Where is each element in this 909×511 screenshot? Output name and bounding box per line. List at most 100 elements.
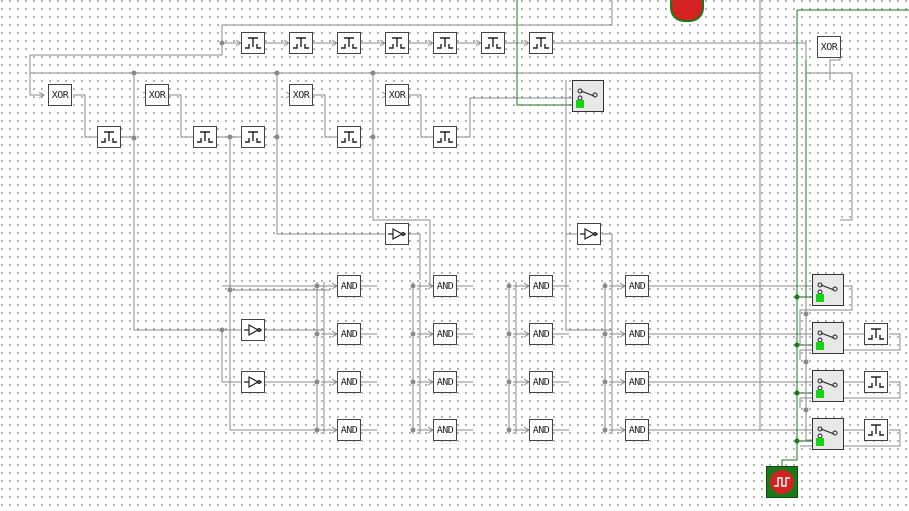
active-led: [816, 390, 824, 398]
wire: [805, 40, 853, 221]
t-flipflop[interactable]: [864, 419, 888, 441]
t-flipflop[interactable]: [385, 32, 409, 54]
xor-gate[interactable]: XOR: [289, 84, 313, 106]
buffer-gate[interactable]: [577, 223, 601, 245]
wire-junction: [602, 427, 608, 433]
and-gate[interactable]: AND: [625, 275, 649, 297]
and-gate[interactable]: AND: [529, 419, 553, 441]
t-flipflop[interactable]: [241, 126, 265, 148]
t-flipflop[interactable]: [433, 32, 457, 54]
and-gate-label: AND: [436, 328, 454, 340]
wire: [29, 43, 223, 96]
mux-switch-icon: [577, 88, 598, 101]
xor-gate-label: XOR: [148, 89, 166, 101]
and-gate[interactable]: AND: [433, 371, 457, 393]
xor-gate-label: XOR: [820, 41, 838, 53]
mux-switch[interactable]: [812, 274, 844, 306]
t-flipflop-icon: [485, 37, 501, 49]
xor-gate[interactable]: XOR: [48, 84, 72, 106]
t-flipflop-icon: [868, 328, 884, 340]
and-gate[interactable]: AND: [529, 275, 553, 297]
and-gate[interactable]: AND: [433, 275, 457, 297]
and-gate[interactable]: AND: [337, 419, 361, 441]
wire-junction: [131, 135, 137, 141]
wire: [781, 10, 798, 480]
buffer-gate[interactable]: [241, 371, 265, 393]
and-gate-label: AND: [436, 424, 454, 436]
t-flipflop[interactable]: [337, 126, 361, 148]
t-flipflop-icon: [437, 131, 453, 143]
wire-junction: [602, 379, 608, 385]
wire: [229, 137, 337, 431]
and-gate-label: AND: [532, 376, 550, 388]
wire-junction: [506, 331, 512, 337]
mux-switch-icon: [817, 330, 838, 343]
t-flipflop-icon: [341, 37, 357, 49]
and-gate[interactable]: AND: [529, 371, 553, 393]
t-flipflop-icon: [868, 424, 884, 436]
xor-gate[interactable]: XOR: [385, 84, 409, 106]
t-flipflop[interactable]: [864, 371, 888, 393]
t-flipflop-icon: [533, 37, 549, 49]
and-gate[interactable]: AND: [337, 275, 361, 297]
and-gate-label: AND: [340, 328, 358, 340]
wire: [133, 73, 222, 331]
and-gate[interactable]: AND: [625, 371, 649, 393]
t-flipflop-icon: [341, 131, 357, 143]
wire: [276, 73, 385, 235]
t-flipflop[interactable]: [193, 126, 217, 148]
wire: [799, 285, 853, 345]
wire-junction: [219, 327, 225, 333]
wire-junction: [410, 379, 416, 385]
mux-switch[interactable]: [812, 418, 844, 450]
and-gate[interactable]: AND: [433, 323, 457, 345]
and-gate[interactable]: AND: [337, 371, 361, 393]
active-led: [816, 438, 824, 446]
t-flipflop[interactable]: [864, 323, 888, 345]
wire: [759, 0, 812, 431]
t-flipflop[interactable]: [481, 32, 505, 54]
xor-gate-label: XOR: [51, 89, 69, 101]
and-gate-label: AND: [340, 424, 358, 436]
t-flipflop[interactable]: [529, 32, 553, 54]
wire: [169, 94, 193, 138]
mux-switch[interactable]: [812, 322, 844, 354]
and-gate-label: AND: [628, 376, 646, 388]
xor-gate[interactable]: XOR: [145, 84, 169, 106]
and-gate[interactable]: AND: [337, 323, 361, 345]
wire: [602, 233, 613, 330]
mux-switch-icon: [817, 426, 838, 439]
wire-junction: [410, 331, 416, 337]
t-flipflop-icon: [437, 37, 453, 49]
mux-switch[interactable]: [572, 80, 604, 112]
wire: [221, 330, 241, 383]
t-flipflop[interactable]: [97, 126, 121, 148]
and-gate[interactable]: AND: [625, 323, 649, 345]
and-gate[interactable]: AND: [529, 323, 553, 345]
and-gate-label: AND: [628, 280, 646, 292]
t-flipflop[interactable]: [289, 32, 313, 54]
mux-switch[interactable]: [812, 370, 844, 402]
clock-button[interactable]: [766, 466, 798, 498]
t-flipflop[interactable]: [241, 32, 265, 54]
t-flipflop[interactable]: [433, 126, 457, 148]
t-flipflop-icon: [245, 37, 261, 49]
and-gate[interactable]: AND: [625, 419, 649, 441]
and-gate-label: AND: [340, 376, 358, 388]
wire: [409, 94, 433, 138]
wire-junction: [602, 283, 608, 289]
buffer-gate[interactable]: [385, 223, 409, 245]
wire: [805, 298, 812, 441]
t-flipflop[interactable]: [337, 32, 361, 54]
and-gate-label: AND: [532, 424, 550, 436]
and-gate-label: AND: [628, 424, 646, 436]
and-gate-label: AND: [628, 328, 646, 340]
clock-icon: [770, 470, 794, 494]
buffer-gate[interactable]: [241, 319, 265, 341]
active-led: [816, 294, 824, 302]
wire: [799, 381, 901, 408]
xor-gate[interactable]: XOR: [817, 36, 841, 58]
mux-switch-icon: [817, 282, 838, 295]
wire: [800, 429, 901, 447]
and-gate[interactable]: AND: [433, 419, 457, 441]
